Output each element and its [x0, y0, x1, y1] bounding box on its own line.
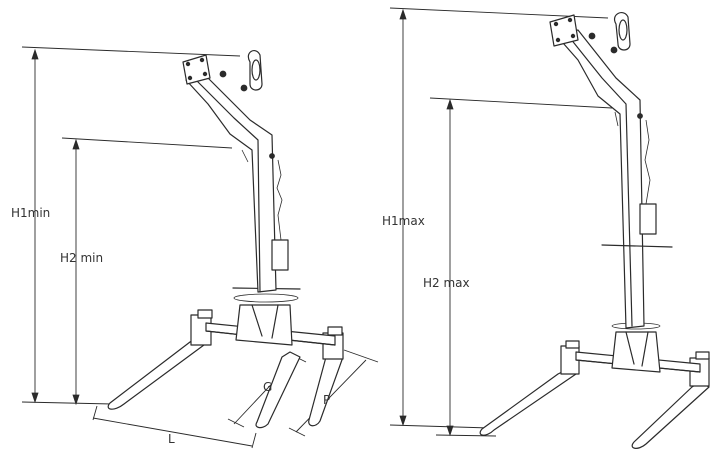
base-frame: [205, 287, 336, 346]
length-label: L: [168, 432, 175, 446]
fork-left: [107, 309, 213, 410]
crane-max-height: H1max H2 max: [382, 7, 710, 449]
pitch-label: P: [323, 393, 330, 407]
h2-max-label: H2 max: [423, 276, 470, 290]
mast: [185, 75, 289, 293]
crane-min-height: H1min H2 min L G P: [11, 46, 379, 449]
fork-center: [255, 351, 301, 429]
gap-label: G: [263, 380, 272, 394]
h1-max-label: H1max: [382, 214, 425, 228]
h2-min-dimension: [61, 137, 233, 406]
boom-head: [182, 50, 263, 92]
h2-max-dimension: [429, 97, 613, 437]
h1-max-dimension: [389, 7, 609, 429]
l-dimension: [92, 405, 257, 449]
h1-min-label: H1min: [11, 206, 50, 220]
mast: [555, 29, 673, 329]
fork-left: [479, 340, 580, 436]
h2-min-label: H2 min: [60, 251, 103, 265]
p-dimension: [288, 349, 379, 437]
boom-head: [549, 12, 631, 54]
base-frame: [575, 322, 701, 373]
h1-min-dimension: [21, 46, 241, 405]
